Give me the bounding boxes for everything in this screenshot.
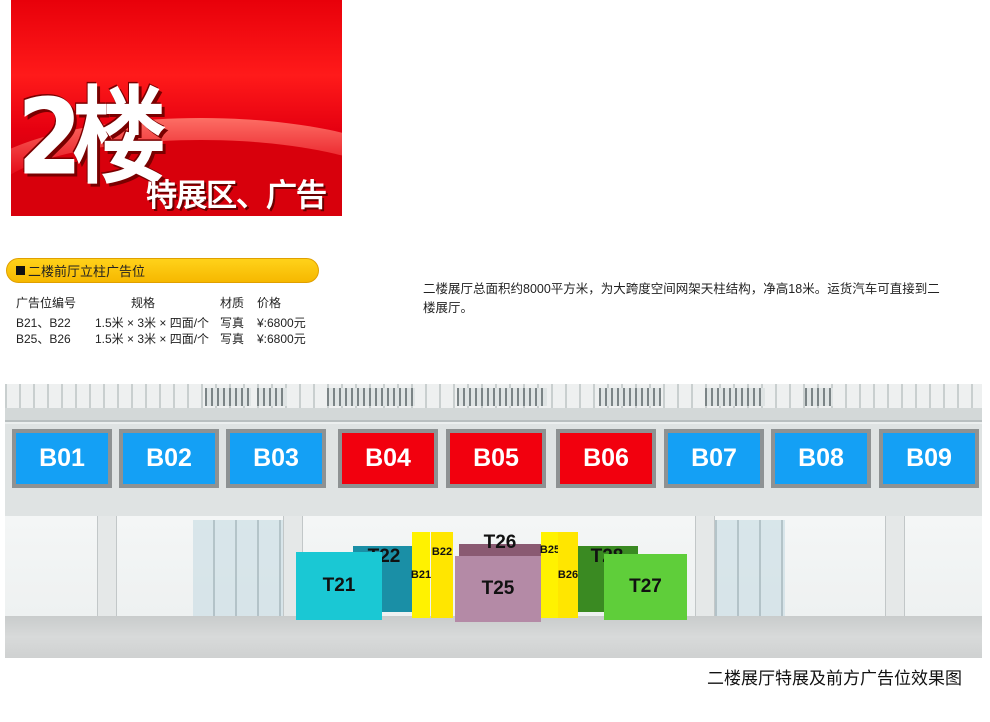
hall-column <box>695 516 715 616</box>
booth-label: T25 <box>481 578 515 599</box>
booth-label: T26 <box>483 532 517 553</box>
spec-header-price: 价格 <box>257 296 282 310</box>
square-bullet-icon <box>16 266 25 275</box>
hall-illustration: B01 B02 B03 B04 B05 B06 B07 B08 B09 T22 … <box>5 384 982 658</box>
skylight-window <box>257 388 287 406</box>
billboard-b05: B05 <box>446 429 546 488</box>
spec-header-id: 广告位编号 <box>16 296 77 310</box>
pillar-b22: B22 <box>431 532 453 618</box>
spec-cell-material: 写真 <box>220 316 245 330</box>
spec-cell-price: ¥:6800元 <box>257 316 306 330</box>
billboard-b01: B01 <box>12 429 112 488</box>
spec-cell-size: 1.5米 × 3米 × 四面/个 <box>95 316 210 330</box>
spec-cell-size: 1.5米 × 3米 × 四面/个 <box>95 332 210 346</box>
booth-label: T27 <box>629 576 662 597</box>
booth-t26: T26 <box>459 532 541 556</box>
spec-cell-price: ¥:6800元 <box>257 332 306 346</box>
ceiling-beam <box>5 408 982 422</box>
pillar-b25: B25 <box>539 532 561 618</box>
billboard-label: B02 <box>146 444 192 472</box>
billboard-label: B03 <box>253 444 299 472</box>
booth-t27: T27 <box>604 554 687 620</box>
booth-t21: T21 <box>296 552 382 620</box>
pillar-label: B22 <box>431 546 453 558</box>
section-heading-text: 二楼前厅立柱广告位 <box>28 264 146 279</box>
intro-paragraph: 二楼展厅总面积约8000平方米，为大跨度空间网架天柱结构，净高18米。运货汽车可… <box>423 282 940 315</box>
skylight-window <box>205 388 251 406</box>
billboard-b09: B09 <box>879 429 979 488</box>
billboard-label: B01 <box>39 444 85 472</box>
skylight-window <box>805 388 833 406</box>
hall-column <box>885 516 905 616</box>
billboard-b08: B08 <box>771 429 871 488</box>
billboard-b04: B04 <box>338 429 438 488</box>
skylight-window <box>599 388 661 406</box>
pillar-b21: B21 <box>410 532 432 618</box>
billboard-label: B04 <box>365 444 411 472</box>
banner-floor-title: 2楼 <box>17 77 166 200</box>
booth-label: T21 <box>322 575 356 596</box>
billboard-label: B05 <box>473 444 519 472</box>
billboard-b07: B07 <box>664 429 764 488</box>
section-heading: 二楼前厅立柱广告位 <box>6 258 319 283</box>
glass-wall <box>193 520 283 616</box>
billboard-b03: B03 <box>226 429 326 488</box>
pillar-label: B21 <box>410 569 432 581</box>
skylight-window <box>327 388 415 406</box>
spec-header-size: 规格 <box>131 296 156 310</box>
billboard-label: B07 <box>691 444 737 472</box>
banner-subtitle: 特展区、广告位 <box>146 178 327 214</box>
figure-caption: 二楼展厅特展及前方广告位效果图 <box>707 669 962 688</box>
spec-header-material: 材质 <box>220 296 245 310</box>
pillar-label: B26 <box>557 569 579 581</box>
billboard-label: B06 <box>583 444 629 472</box>
header-banner: 2楼 特展区、广告位 <box>11 0 342 216</box>
billboard-label: B09 <box>906 444 952 472</box>
billboard-b06: B06 <box>556 429 656 488</box>
hall-floor <box>5 616 982 658</box>
booth-t25: T25 <box>455 556 541 622</box>
pillar-b26: B26 <box>558 532 578 618</box>
billboard-label: B08 <box>798 444 844 472</box>
billboard-b02: B02 <box>119 429 219 488</box>
hall-column <box>97 516 117 616</box>
skylight-window <box>457 388 547 406</box>
pillar-label: B25 <box>539 544 561 556</box>
spec-cell-id: B21、B22 <box>16 316 71 330</box>
spec-cell-material: 写真 <box>220 332 245 346</box>
spec-cell-id: B25、B26 <box>16 332 71 346</box>
skylight-window <box>705 388 765 406</box>
